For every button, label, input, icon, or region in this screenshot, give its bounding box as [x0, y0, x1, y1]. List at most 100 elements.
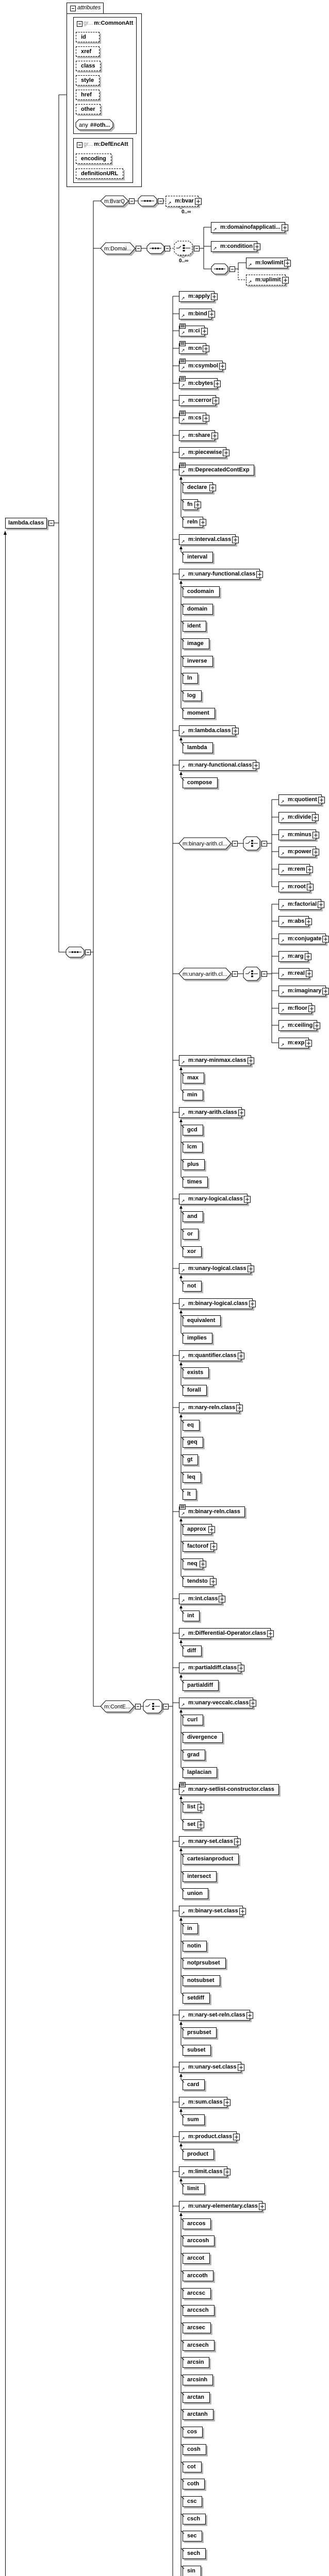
collapse-minus-icon[interactable] [157, 198, 163, 204]
expand-plus-icon[interactable] [306, 884, 314, 890]
expand-plus-icon[interactable] [232, 536, 239, 543]
element-box-m-condition[interactable]: ↗m:condition [211, 241, 260, 252]
element-box-m-cerror[interactable]: ↗m:cerror [179, 395, 220, 406]
sequence-compositor-icon[interactable] [65, 946, 85, 958]
member-box-arctan[interactable]: arctan [183, 2392, 210, 2403]
expand-plus-icon[interactable] [322, 936, 329, 942]
member-box-geq[interactable]: geq [183, 1437, 203, 1448]
element-box-m-lowlimit[interactable]: ↗m:lowlimit [246, 258, 291, 268]
member-box-moment[interactable]: moment [183, 708, 215, 719]
member-box-arcsinh[interactable]: arcsinh [183, 2375, 213, 2385]
collapse-minus-icon[interactable] [135, 1703, 141, 1709]
member-box-notprsubset[interactable]: notprsubset [183, 1958, 226, 1969]
element-box-m-nary-logical-class[interactable]: ↗m:nary-logical.class [179, 1194, 251, 1205]
attribute-box-encoding[interactable]: encoding [76, 154, 111, 164]
member-box-arccot[interactable]: arccot [183, 2253, 210, 2264]
member-box-times[interactable]: times [183, 1177, 208, 1188]
member-box-sin[interactable]: sin [183, 2566, 201, 2576]
member-box-in[interactable]: in [183, 1923, 198, 1934]
member-box-reln[interactable]: reln [183, 517, 207, 528]
choice-compositor-icon[interactable] [243, 836, 260, 851]
element-box-m-binary-logical-class[interactable]: ↗m:binary-logical.class [179, 1298, 256, 1309]
element-box-m-real[interactable]: ↗m:real [278, 968, 313, 979]
member-box-and[interactable]: and [183, 1211, 203, 1222]
member-box-leq[interactable]: leq [183, 1472, 201, 1483]
member-box-fn[interactable]: fn [183, 499, 202, 510]
expand-plus-icon[interactable] [306, 970, 313, 977]
expand-plus-icon[interactable] [200, 519, 207, 526]
member-box-plus[interactable]: plus [183, 1159, 205, 1170]
member-box-card[interactable]: card [183, 2079, 205, 2090]
element-box-m-product-class[interactable]: ↗m:product.class [179, 2131, 240, 2142]
element-box-m-ci[interactable]: ↗m:ci [179, 324, 208, 336]
element-box-m-domainofapplicati[interactable]: ↗m:domainofapplicati... [211, 222, 288, 233]
element-box-m-factorial[interactable]: ↗m:factorial [278, 899, 325, 910]
member-box-laplacian[interactable]: laplacian [183, 1767, 218, 1778]
collapse-minus-icon[interactable] [232, 971, 238, 977]
collapse-minus-icon[interactable] [135, 245, 141, 251]
element-box-m-unary-elementary-class[interactable]: ↗m:unary-elementary.class [179, 2201, 266, 2212]
member-box-notin[interactable]: notin [183, 1941, 207, 1952]
attribute-box-definitionurl[interactable]: definitionURL [76, 168, 124, 179]
element-box-m-unary-logical-class[interactable]: ↗m:unary-logical.class [179, 1263, 254, 1274]
element-box-m-unary-set-class[interactable]: ↗m:unary-set.class [179, 2062, 244, 2073]
member-box-curl[interactable]: curl [183, 1715, 204, 1725]
collapse-minus-icon[interactable] [193, 245, 200, 251]
element-box-m-divide[interactable]: ↗m:divide [278, 812, 319, 823]
member-box-gt[interactable]: gt [183, 1454, 199, 1465]
member-box-sum[interactable]: sum [183, 2114, 205, 2125]
element-box-m-nary-arith-class[interactable]: ↗m:nary-arith.class [179, 1107, 245, 1118]
member-box-max[interactable]: max [183, 1073, 205, 1083]
member-box-arcsin[interactable]: arcsin [183, 2357, 210, 2368]
element-box-m-quotient[interactable]: ↗m:quotient [278, 794, 325, 805]
element-box-m-nary-setlist-constructor-class[interactable]: ↗m:nary-setlist-constructor.class [179, 1782, 279, 1795]
expand-plus-icon[interactable] [312, 814, 319, 821]
expand-plus-icon[interactable] [305, 1040, 312, 1046]
collapse-minus-icon[interactable] [70, 5, 76, 11]
member-box-codomain[interactable]: codomain [183, 586, 220, 597]
expand-plus-icon[interactable] [249, 1300, 256, 1307]
expand-plus-icon[interactable] [282, 277, 289, 283]
member-box-min[interactable]: min [183, 1090, 203, 1100]
expand-plus-icon[interactable] [314, 1022, 321, 1029]
collapse-minus-icon[interactable] [261, 840, 267, 846]
element-box-m-bvar[interactable]: ↗m:bvar [166, 196, 202, 207]
element-box-m-abs[interactable]: ↗m:abs [278, 916, 312, 927]
expand-plus-icon[interactable] [237, 2064, 244, 2071]
member-box-arccos[interactable]: arccos [183, 2218, 211, 2229]
member-box-arccsc[interactable]: arccsc [183, 2288, 211, 2299]
element-box-m-binary-set-class[interactable]: ↗m:binary-set.class [179, 1906, 246, 1917]
attribute-box-id[interactable]: id [76, 32, 100, 42]
attributes-panel-tab[interactable] [67, 3, 104, 14]
member-box-implies[interactable]: implies [183, 1333, 212, 1344]
member-box-cartesianproduct[interactable]: cartesianproduct [183, 1854, 239, 1865]
member-box-sec[interactable]: sec [183, 2531, 203, 2541]
element-box-m-limit-class[interactable]: ↗m:limit.class [179, 2166, 231, 2177]
expand-plus-icon[interactable] [223, 2168, 231, 2175]
expand-plus-icon[interactable] [199, 1561, 206, 1567]
member-box-arccoth[interactable]: arccoth [183, 2270, 213, 2281]
expand-plus-icon[interactable] [237, 1352, 244, 1359]
member-box-cot[interactable]: cot [183, 2462, 202, 2472]
expand-plus-icon[interactable] [202, 415, 209, 421]
choice-compositor-icon[interactable] [174, 241, 193, 256]
member-box-ident[interactable]: ident [183, 621, 207, 632]
member-box-union[interactable]: union [183, 1888, 208, 1899]
group-ref-hexagon-m-conte[interactable]: m:ContE... [100, 1700, 135, 1713]
expand-plus-icon[interactable] [253, 243, 260, 250]
member-box-interval[interactable]: interval [183, 552, 213, 563]
member-box-arcsec[interactable]: arcsec [183, 2323, 211, 2333]
expand-plus-icon[interactable] [212, 397, 220, 404]
expand-plus-icon[interactable] [197, 1804, 204, 1810]
expand-plus-icon[interactable] [208, 1526, 215, 1533]
expand-plus-icon[interactable] [203, 345, 210, 352]
member-box-intersect[interactable]: intersect [183, 1871, 217, 1882]
expand-plus-icon[interactable] [243, 1196, 251, 1202]
expand-plus-icon[interactable] [256, 571, 264, 578]
member-box-set[interactable]: set [183, 1819, 204, 1830]
root-class-box-lambda-class[interactable]: lambda.class [5, 518, 47, 529]
collapse-minus-icon[interactable] [85, 949, 91, 955]
group-ref-hexagon-m-unary-arith-cl[interactable]: m:unary-arith.cl... [178, 968, 232, 980]
group-ref-hexagon-m-binary-arith-cl[interactable]: m:binary-arith.cl... [178, 837, 232, 850]
expand-plus-icon[interactable] [211, 293, 218, 300]
